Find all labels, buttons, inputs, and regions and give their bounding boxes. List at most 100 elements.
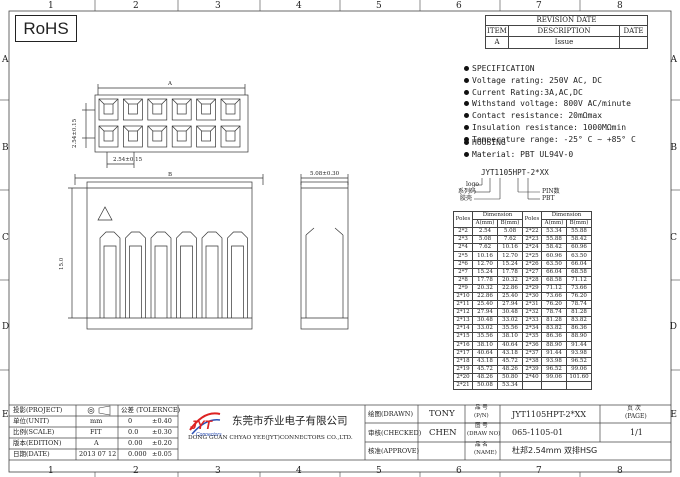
- project-label: 投影(PROJECT): [13, 406, 63, 414]
- checked-label: 审核(CHECKED): [368, 429, 422, 437]
- pin-cavity-inner: [152, 103, 163, 115]
- pin-cavity-chamfer: [185, 98, 192, 105]
- pin-cavity: [98, 125, 119, 148]
- housing-material: Material: PBT UL94V-0: [472, 149, 574, 159]
- pin-cavity-chamfer: [171, 125, 178, 132]
- bullet-icon: [464, 140, 469, 145]
- partcode-logo: logo: [466, 181, 479, 188]
- connector-drawing: [68, 84, 349, 330]
- pin-cavity: [196, 98, 216, 121]
- dim-a-label: A: [168, 81, 172, 87]
- bullet-icon: [464, 101, 469, 107]
- rohs-label: RoHS: [15, 15, 77, 42]
- zone-label: 5: [376, 466, 382, 476]
- contact-slot: [201, 231, 223, 318]
- pn-label-en: (P/N): [474, 413, 489, 419]
- bullet-icon: [464, 77, 469, 83]
- pin-cavity-chamfer: [210, 125, 216, 132]
- contact-slot-inner: [180, 245, 193, 318]
- pin-cavity: [123, 98, 143, 121]
- pn-value: JYT1105HPT-2*XX: [512, 410, 587, 419]
- revision-title: REVISION DATE: [486, 16, 647, 26]
- pin-cavity: [220, 98, 241, 121]
- contact-slot: [99, 231, 121, 318]
- bullet-icon: [464, 66, 469, 71]
- partcode-pbt: PBT: [542, 195, 555, 202]
- page-label-en: (PAGE): [625, 413, 647, 420]
- name-label: 品 名: [475, 442, 488, 448]
- unit-value: mm: [90, 417, 103, 425]
- bullet-icon: [464, 124, 469, 130]
- pin-cavity-inner: [225, 130, 236, 142]
- contact-slot: [227, 231, 248, 318]
- pin-cavity: [171, 98, 192, 121]
- pin-cavity-inner: [225, 103, 236, 115]
- pin-cavity-inner: [128, 130, 138, 142]
- pin-cavity: [147, 125, 168, 148]
- pin-cavity-chamfer: [161, 98, 168, 105]
- dim-width-label: 5.08±0.30: [310, 171, 340, 177]
- spec-line: Temperature range: -25° C ~ +85° C: [472, 134, 636, 144]
- housing-block: HOUSING Material: PBT UL94V-0: [464, 137, 573, 161]
- pin-cavity-chamfer: [220, 98, 227, 105]
- pin-cavity-chamfer: [98, 98, 105, 105]
- bullet-icon: [464, 89, 469, 95]
- checked-by: CHEN: [429, 428, 457, 438]
- pin-cavity-chamfer: [112, 125, 119, 132]
- tolerance-title: 公差 (TOLERNCE): [121, 406, 181, 414]
- pin-cavity-chamfer: [147, 125, 154, 132]
- spec-line: Voltage rating: 250V AC, DC: [472, 75, 603, 85]
- pin-cavity-chamfer: [171, 98, 178, 105]
- tolerance-value: ±0.40: [152, 417, 172, 425]
- contact-slot: [125, 231, 146, 318]
- pin-cavity-chamfer: [196, 125, 202, 132]
- tolerance-key: 0: [128, 417, 133, 425]
- pin-cavity-inner: [201, 103, 211, 115]
- company-logo: JYT Connectors: [186, 408, 224, 442]
- name-value: 杜邦2.54mm 双排HSG: [512, 446, 598, 455]
- contact-slot: [176, 231, 197, 318]
- zone-label: C: [670, 233, 677, 243]
- drawn-label: 绘图(DRAWN): [368, 410, 413, 418]
- partcode-glue: 胶壳: [460, 195, 473, 202]
- pin-cavity: [171, 125, 192, 148]
- pin-cavity-chamfer: [196, 98, 202, 105]
- scale-value: FIT: [90, 428, 102, 436]
- pin-cavity: [98, 98, 119, 121]
- pn-label: 品 号: [475, 405, 488, 411]
- edition-label: 版本(EDITION): [13, 439, 62, 447]
- zone-label: 6: [456, 1, 462, 11]
- tolerance-key: 0.000: [128, 450, 147, 458]
- bullet-icon: [464, 113, 469, 119]
- pin-cavity-chamfer: [161, 125, 168, 132]
- dim-pitch-horizontal: 2.54±0.15: [113, 157, 143, 163]
- page-label: 页 次: [627, 405, 641, 412]
- contact-slot-inner: [103, 245, 117, 318]
- pin-cavity-inner: [103, 130, 114, 142]
- spec-line: Contact resistance: 20mΩmax: [472, 111, 603, 121]
- logo-text: JYT: [190, 418, 213, 432]
- zone-label: A: [2, 55, 9, 65]
- zone-label: 6: [456, 466, 462, 476]
- zone-label: 1: [48, 466, 54, 476]
- pin-cavity: [123, 125, 143, 148]
- approve-label: 核准(APPROVE): [368, 447, 420, 455]
- pin-cavity-inner: [201, 130, 211, 142]
- drawn-by: TONY: [429, 409, 455, 419]
- drawno-value: 065-1105-01: [512, 428, 564, 437]
- partcode-pin: PIN数: [542, 188, 560, 195]
- zone-label: 1: [48, 1, 54, 11]
- zone-label: D: [2, 322, 10, 332]
- zone-label: 7: [536, 466, 542, 476]
- pin-cavity-chamfer: [98, 125, 105, 132]
- tolerance-value: ±0.05: [152, 450, 172, 458]
- spec-line: Insulation resistance: 1000MΩmin: [472, 122, 627, 132]
- date-label: 日期(DATE): [13, 450, 50, 458]
- pin-cavity-chamfer: [137, 125, 143, 132]
